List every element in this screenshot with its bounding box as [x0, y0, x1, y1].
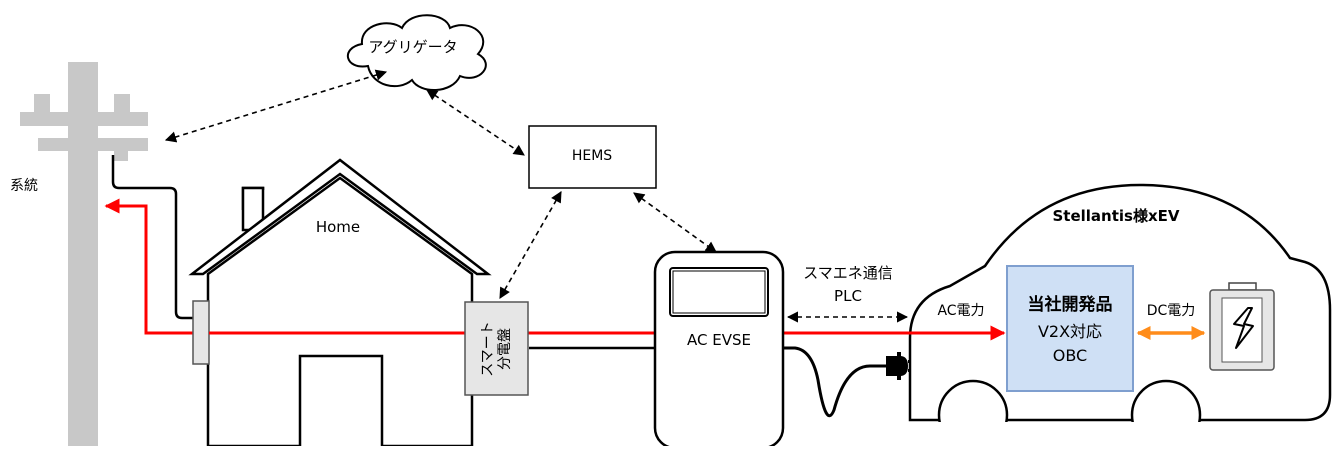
- lightning-icon: [1233, 307, 1254, 349]
- grid-cable: [111, 155, 194, 320]
- dc-power-label: DC電力: [1146, 303, 1196, 319]
- aggregator-label: アグリゲータ: [368, 38, 458, 56]
- obc-box[interactable]: [1006, 265, 1134, 392]
- ac-evse[interactable]: [653, 250, 785, 450]
- smart-panel[interactable]: [464, 301, 529, 396]
- smart-panel-label-line1: スマート: [479, 320, 496, 377]
- battery-icon: [1209, 282, 1275, 371]
- ac-power-label: AC電力: [937, 303, 985, 319]
- evse-label: AC EVSE: [687, 331, 751, 349]
- charging-cable: [783, 346, 888, 418]
- comm-label-line2: PLC: [834, 287, 862, 305]
- comm-pole-aggregator: [164, 69, 388, 143]
- obc-label-line1: 当社開発品: [1027, 295, 1113, 315]
- comm-hems-evse: [633, 192, 717, 253]
- comm-label-line1: スマエネ通信: [803, 264, 893, 282]
- hems-label: HEMS: [571, 148, 613, 164]
- comm-aggregator-hems: [426, 89, 525, 156]
- obc-label-line3: OBC: [1052, 346, 1088, 365]
- ev-title: Stellantis様xEV: [1052, 207, 1180, 225]
- house: [188, 158, 492, 448]
- obc-label-line2: V2X対応: [1037, 322, 1103, 341]
- comm-hems-panel: [499, 191, 562, 299]
- smart-panel-label-line2: 分電盤: [496, 327, 513, 370]
- smart-panel-label: スマート 分電盤: [466, 302, 527, 395]
- utility-pole: [20, 62, 148, 446]
- hems-box[interactable]: [528, 125, 657, 189]
- home-label: Home: [315, 218, 361, 236]
- grid-label: 系統: [10, 178, 38, 194]
- electric-meter: [192, 300, 210, 365]
